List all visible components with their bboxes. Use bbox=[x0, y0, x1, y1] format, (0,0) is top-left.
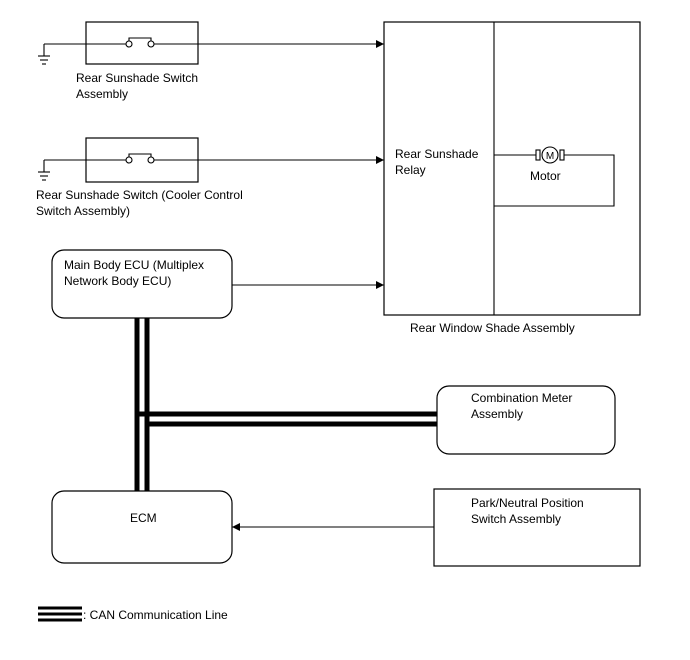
switch-contact-icon-2 bbox=[86, 153, 198, 164]
label-line2: Switch Assembly) bbox=[36, 204, 130, 218]
label-line2: Assembly bbox=[471, 407, 523, 421]
label-line1: Main Body ECU (Multiplex bbox=[64, 258, 204, 272]
main-body-ecu-box bbox=[51, 249, 233, 319]
switch-contact-icon-1 bbox=[86, 37, 198, 48]
label-line2: Network Body ECU) bbox=[64, 274, 171, 288]
ground-symbol-1 bbox=[38, 43, 86, 65]
ecm-box bbox=[51, 490, 233, 564]
assembly-caption: Rear Window Shade Assembly bbox=[410, 321, 575, 335]
legend: : CAN Communication Line bbox=[38, 606, 228, 622]
label-line1: Combination Meter bbox=[471, 391, 572, 405]
rear-window-shade-assembly: Rear Sunshade Relay M Motor Rear Window … bbox=[383, 21, 641, 335]
cooler-control-switch-assembly: Rear Sunshade Switch (Cooler Control Swi… bbox=[36, 137, 384, 218]
main-body-ecu: Main Body ECU (Multiplex Network Body EC… bbox=[51, 249, 384, 319]
legend-label: : CAN Communication Line bbox=[83, 608, 228, 622]
label-line1: Park/Neutral Position bbox=[471, 496, 584, 510]
can-bus bbox=[134, 318, 437, 491]
ecm-label: ECM bbox=[130, 511, 157, 525]
label-line2: Switch Assembly bbox=[471, 512, 561, 526]
rear-sunshade-switch-assembly: Rear Sunshade Switch Assembly bbox=[38, 21, 384, 101]
label-line2: Assembly bbox=[76, 87, 128, 101]
ground-symbol-2 bbox=[38, 159, 86, 181]
combination-meter-assembly: Combination Meter Assembly bbox=[436, 385, 616, 455]
relay-label-line1: Rear Sunshade bbox=[395, 147, 479, 161]
motor-label: Motor bbox=[530, 169, 561, 183]
rear-window-shade-box bbox=[383, 21, 641, 316]
can-line-legend-icon bbox=[38, 606, 82, 622]
label-line1: Rear Sunshade Switch bbox=[76, 71, 198, 85]
park-neutral-position-switch-assembly: Park/Neutral Position Switch Assembly bbox=[232, 488, 641, 567]
label-line1: Rear Sunshade Switch (Cooler Control bbox=[36, 188, 243, 202]
motor-symbol: M bbox=[546, 151, 554, 162]
relay-label-line2: Relay bbox=[395, 163, 426, 177]
switch-box-1 bbox=[85, 21, 199, 65]
park-neutral-box bbox=[433, 488, 641, 567]
motor-icon: M bbox=[494, 146, 615, 207]
combination-meter-box bbox=[436, 385, 616, 455]
ecm: ECM bbox=[51, 490, 233, 564]
